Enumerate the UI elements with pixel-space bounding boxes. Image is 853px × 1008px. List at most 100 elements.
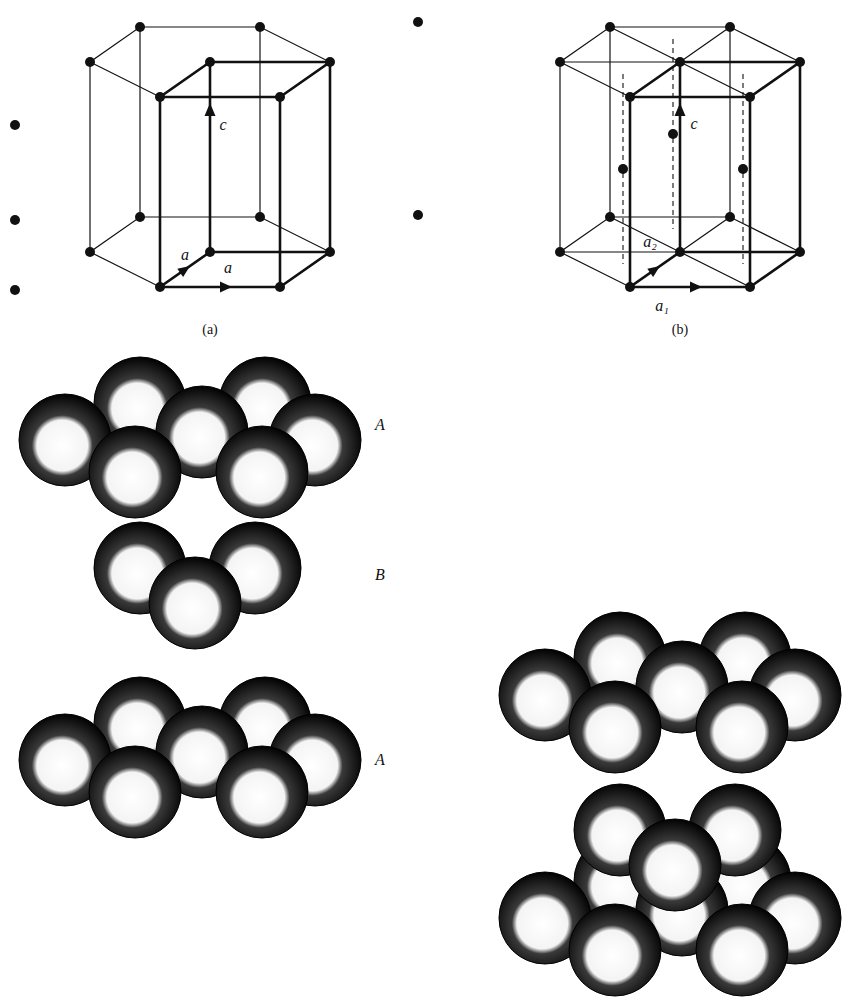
atom-dot	[725, 212, 735, 222]
atoms-a	[85, 22, 335, 292]
atom-dot	[10, 285, 20, 295]
atom-dot	[605, 212, 615, 222]
layer-b	[94, 522, 301, 649]
atom-dot	[605, 22, 615, 32]
cell-edge	[209, 62, 212, 252]
arrowhead	[177, 266, 190, 277]
stack-middle-layer	[574, 784, 781, 911]
atom-dot	[555, 247, 565, 257]
stray-dots	[10, 17, 423, 295]
atom-dot	[255, 22, 265, 32]
cell-edge	[749, 97, 752, 287]
atom-dot	[255, 212, 265, 222]
sphere	[89, 426, 181, 518]
prism-edge	[749, 97, 750, 287]
atom-dot	[625, 92, 635, 102]
unit-cell-b	[630, 62, 800, 287]
prism-edge	[629, 97, 630, 287]
axis-label: c	[219, 117, 226, 133]
layer-label: A	[375, 417, 385, 433]
axis-arrows-b	[647, 103, 702, 293]
prism-edge	[139, 27, 140, 217]
cell-edge	[629, 97, 632, 287]
atom-dot	[10, 215, 20, 225]
atom-dot	[675, 57, 685, 67]
atom-dot	[625, 282, 635, 292]
atom-dot	[205, 247, 215, 257]
cell-edge	[799, 62, 802, 252]
arrowhead	[647, 266, 660, 277]
prism-edge	[559, 62, 560, 252]
hexagonal-prism-b	[560, 27, 800, 287]
sphere	[629, 819, 721, 911]
sphere	[696, 904, 788, 996]
sphere	[216, 426, 308, 518]
atom-dot	[413, 210, 423, 220]
axis-label: a₁	[655, 298, 669, 314]
atom-dot	[325, 247, 335, 257]
atom-dot	[725, 22, 735, 32]
atom-dot	[738, 164, 748, 174]
figure-caption: (a)	[202, 323, 218, 337]
layer-a-bottom	[19, 677, 361, 838]
arrowhead	[675, 103, 686, 116]
layer-label: B	[375, 567, 385, 583]
axis-label: c	[690, 116, 697, 132]
cell-edge	[159, 97, 162, 287]
hexagonal-prism-a	[90, 27, 330, 287]
atom-dot	[745, 282, 755, 292]
atom-dot	[155, 282, 165, 292]
atom-dot	[85, 247, 95, 257]
atom-dot	[795, 247, 805, 257]
atom-dot	[85, 57, 95, 67]
axis-label: a	[181, 247, 189, 263]
arrowhead	[690, 282, 702, 293]
atom-dot	[155, 92, 165, 102]
sphere	[569, 904, 661, 996]
layer-label: A	[375, 752, 385, 768]
prism-edge	[159, 97, 160, 287]
figure-caption: (b)	[672, 323, 688, 337]
prism-edge	[329, 62, 330, 252]
axis-label: a	[224, 260, 232, 276]
prism-edge	[279, 97, 280, 287]
cell-edge	[279, 97, 282, 287]
atom-dot	[668, 129, 678, 139]
sphere	[216, 746, 308, 838]
dashed-guides-b	[623, 39, 743, 264]
prism-edge	[609, 27, 610, 217]
cell-face	[160, 62, 330, 97]
axis-arrows-a	[177, 103, 232, 293]
prism-edge	[259, 27, 260, 217]
atom-dot	[275, 92, 285, 102]
prism-edge	[799, 62, 800, 252]
sphere	[89, 746, 181, 838]
atom-dot	[275, 282, 285, 292]
atom-dot	[795, 57, 805, 67]
axis-label: a₂	[643, 234, 657, 250]
atom-dot	[555, 57, 565, 67]
sphere	[696, 681, 788, 773]
atom-dot	[135, 212, 145, 222]
atom-dot	[745, 92, 755, 102]
prism-edge	[729, 27, 730, 217]
cell-edge	[329, 62, 332, 252]
atom-dot	[618, 164, 628, 174]
arrowhead	[220, 282, 232, 293]
atom-dot	[135, 22, 145, 32]
arrowhead	[205, 103, 216, 116]
atom-dot	[675, 247, 685, 257]
sphere	[569, 681, 661, 773]
unit-cell-a	[160, 62, 330, 287]
atoms-b	[555, 22, 805, 292]
atom-dot	[205, 57, 215, 67]
cell-face	[630, 62, 800, 97]
atom-dot	[10, 120, 20, 130]
sphere	[149, 557, 241, 649]
stack-top-layer	[499, 612, 841, 773]
prism-edge	[89, 62, 90, 252]
layer-a-top	[19, 357, 361, 518]
